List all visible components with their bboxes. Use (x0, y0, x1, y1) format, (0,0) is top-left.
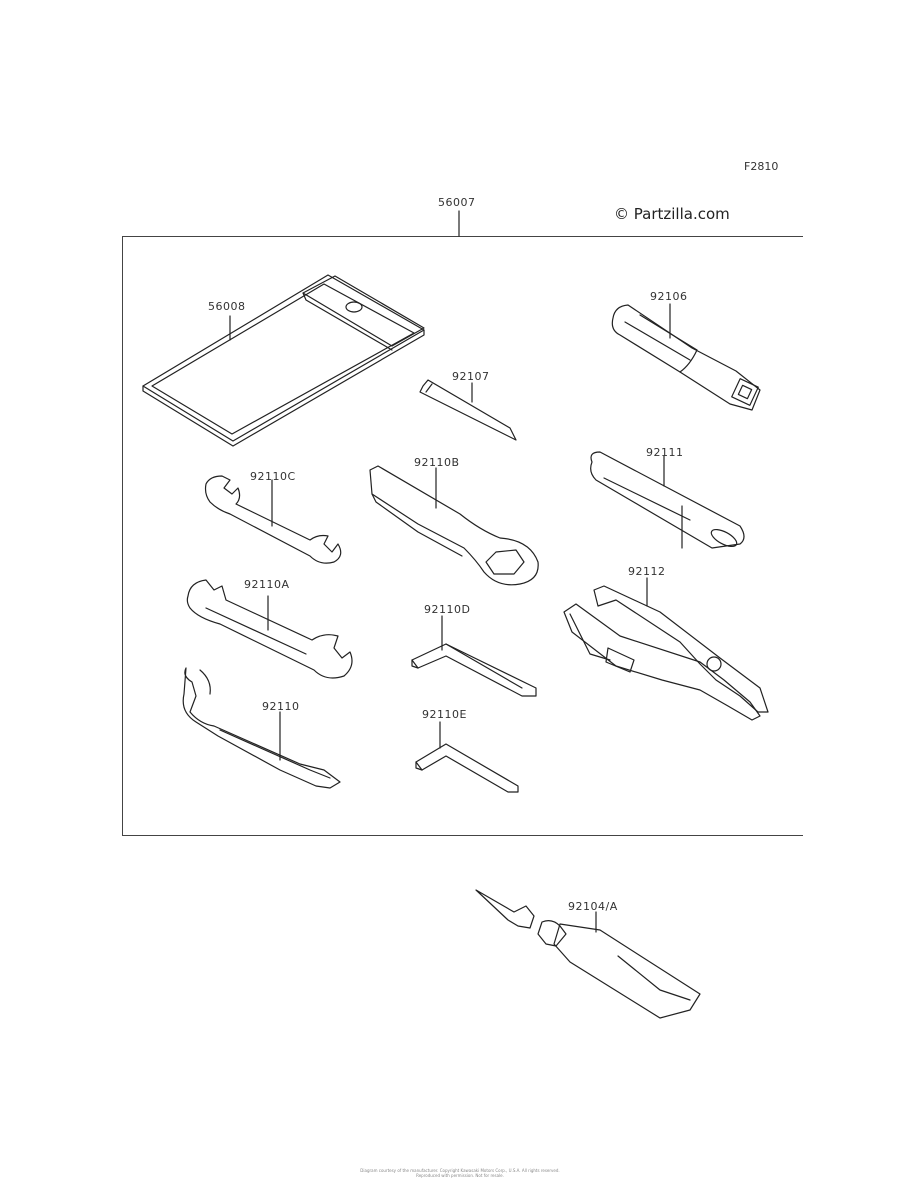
part-label-92110C[interactable]: 92110C (250, 470, 296, 483)
part-label-92106[interactable]: 92106 (650, 290, 688, 303)
hook-spanner-drawing (182, 667, 341, 789)
pliers-drawing (563, 577, 769, 721)
hex-key-small-drawing (415, 721, 519, 793)
kit-label: 56007 (438, 196, 476, 209)
figure-code: F2810 (744, 160, 779, 173)
footer-line: Diagram courtesy of the manufacturer. Co… (360, 1168, 560, 1173)
kit-box (122, 236, 803, 836)
open-end-wrench-small-drawing (204, 475, 342, 564)
open-end-wrench-drawing (186, 579, 353, 679)
part-label-92110D[interactable]: 92110D (424, 603, 471, 616)
part-label-92104A[interactable]: 92104/A (568, 900, 618, 913)
copyright-footer: Diagram courtesy of the manufacturer. Co… (300, 1168, 620, 1178)
box-end-wrench-drawing (369, 465, 539, 586)
watermark: © Partzilla.com (614, 205, 730, 223)
part-label-92110A[interactable]: 92110A (244, 578, 290, 591)
part-label-56008[interactable]: 56008 (208, 300, 246, 313)
screwdriver-bit-drawing (419, 379, 517, 441)
tire-repair-tube-drawing (475, 889, 701, 1019)
part-label-92110[interactable]: 92110 (262, 700, 300, 713)
footer-line: Reproduced with permission. Not for resa… (416, 1173, 504, 1178)
tool-case-drawing (142, 274, 425, 447)
part-label-92107[interactable]: 92107 (452, 370, 490, 383)
extension-bar-drawing (590, 451, 745, 549)
screwdriver-handle-drawing (611, 303, 761, 411)
part-label-92110E[interactable]: 92110E (422, 708, 467, 721)
part-label-92110B[interactable]: 92110B (414, 456, 460, 469)
part-label-92111[interactable]: 92111 (646, 446, 684, 459)
part-label-92112[interactable]: 92112 (628, 565, 666, 578)
hex-key-large-drawing (411, 615, 537, 697)
